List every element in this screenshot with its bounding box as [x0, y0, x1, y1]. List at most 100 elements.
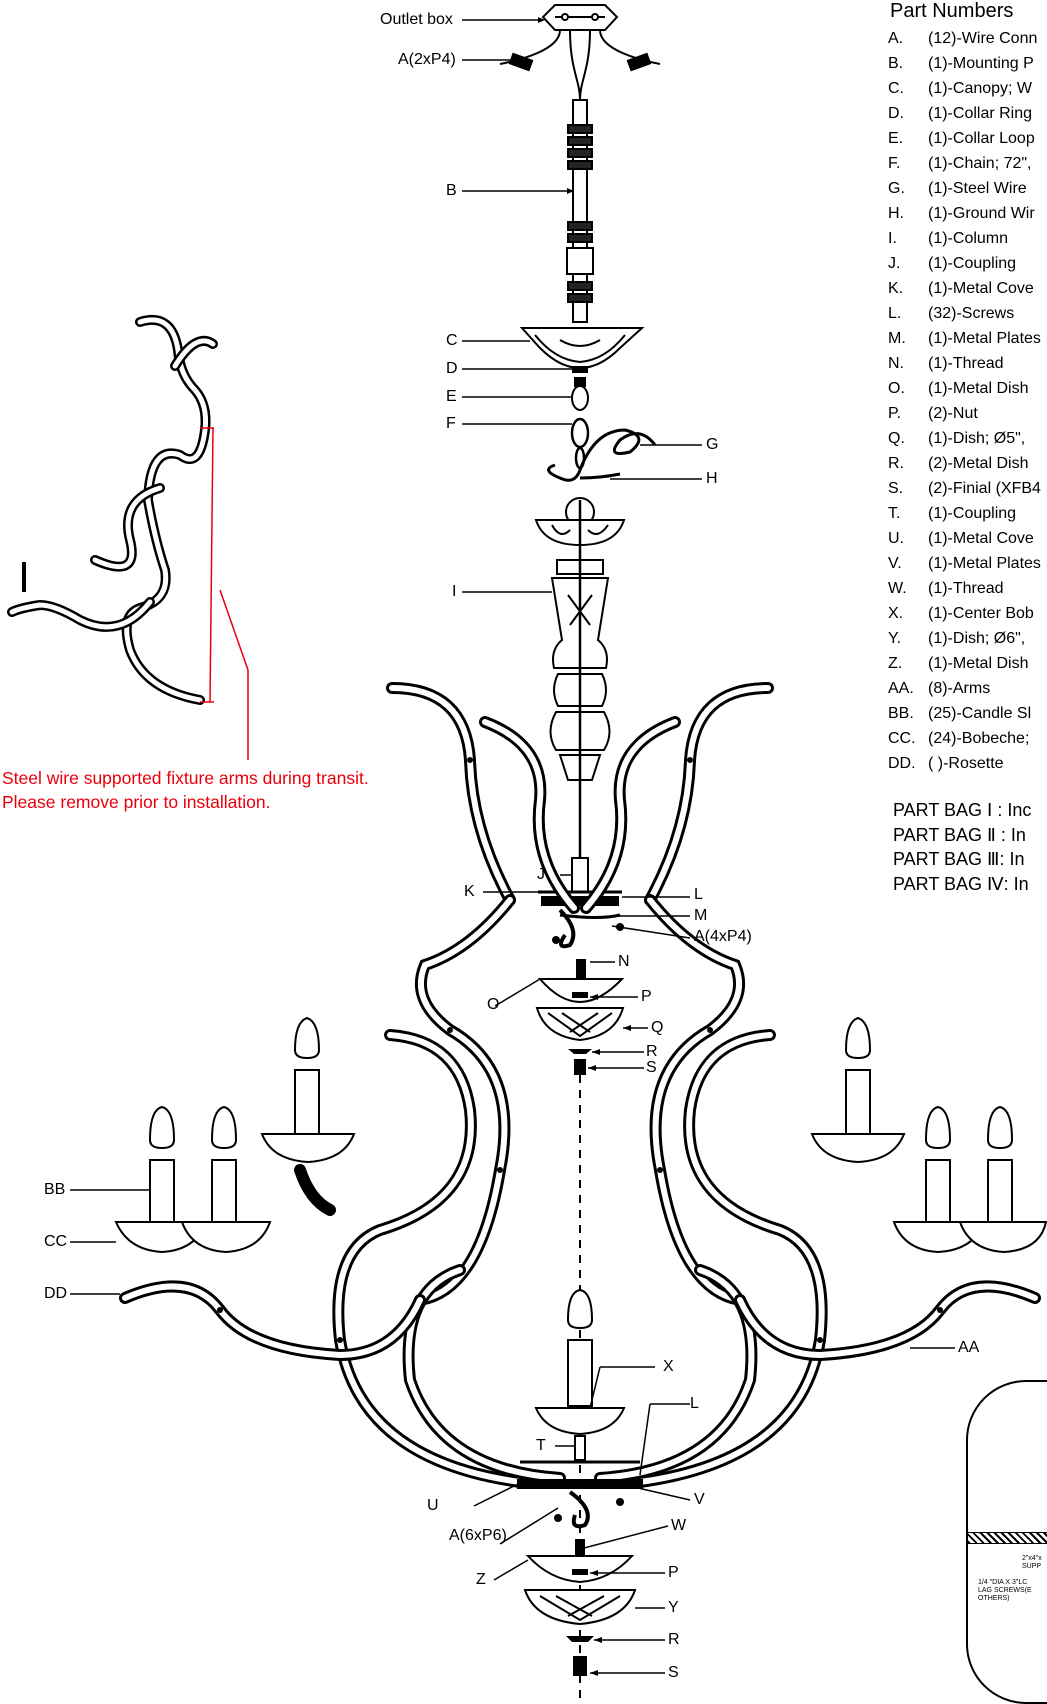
part-description: (1)-Metal Dish [928, 654, 1029, 672]
part-description: (1)-Thread [928, 354, 1004, 372]
part-letter: N. [888, 354, 904, 372]
label-h: H [706, 470, 718, 487]
part-letter: C. [888, 79, 904, 97]
label-w: W [671, 1517, 687, 1534]
part-letter: O. [888, 379, 905, 397]
part-row: T.(1)-Coupling [888, 501, 1041, 526]
part-row: Z. (1)-Metal Dish [888, 651, 1041, 676]
label-v: V [694, 1491, 705, 1508]
part-description: (1)-Collar Ring [928, 104, 1033, 122]
part-letter: S. [888, 479, 904, 497]
transit-note: Steel wire supported fixture arms during… [2, 766, 369, 814]
part-row: V.(1)-Metal Plates [888, 551, 1041, 576]
label-q: Q [651, 1019, 664, 1036]
finial-lower [573, 1656, 587, 1676]
label-n: N [618, 953, 630, 970]
label-l-lower: L [690, 1395, 699, 1412]
part-letter: M. [888, 329, 906, 347]
part-description: (1)-Column [928, 229, 1009, 247]
outlet-box [499, 4, 661, 101]
label-i: I [452, 583, 457, 600]
transit-steel-wire [200, 427, 249, 760]
label-f: F [446, 415, 456, 432]
part-letter: B. [888, 54, 904, 72]
wire-connector-top-left [508, 52, 534, 72]
part-description: (1)-Coupling [928, 254, 1017, 272]
label-x: X [663, 1358, 674, 1375]
part-row: W.(1)-Thread [888, 576, 1041, 601]
part-description: (1)-Dish; Ø5", [928, 429, 1026, 447]
arm-ring-marks [217, 757, 943, 1343]
part-row: P.(2)-Nut [888, 401, 1041, 426]
label-outlet-box: Outlet box [380, 11, 453, 28]
part-description: (1)-Chain; 72", [928, 154, 1032, 172]
label-p-upper: P [641, 988, 652, 1005]
part-row: M. (1)-Metal Plates [888, 326, 1041, 351]
part-row: AA.(8)-Arms [888, 676, 1041, 701]
label-r-upper: R [646, 1043, 658, 1060]
part-row: Y. (1)-Dish; Ø6", [888, 626, 1041, 651]
label-a-top: A(2xP4) [398, 51, 456, 68]
part-letter: A. [888, 29, 904, 47]
mounting-pipe [566, 99, 594, 323]
part-row: CC.(24)-Bobeche; [888, 726, 1041, 751]
part-row: A.(12)-Wire Conn [888, 26, 1041, 51]
part-description: (1)-Metal Plates [928, 329, 1041, 347]
nut-upper [572, 992, 588, 998]
mounting-inset: 2"x4"x SUPP 1/4 "DIA X 3"LC LAG SCREWS(E… [966, 1380, 1047, 1704]
part-row: U.(1)-Metal Cove [888, 526, 1041, 551]
label-u: U [427, 1497, 439, 1514]
leader-lines [70, 19, 955, 1674]
part-description: (1)-Dish; Ø6", [928, 629, 1026, 647]
part-letter: L. [888, 304, 902, 322]
candle-right-upper [810, 1016, 906, 1164]
part-letter: W. [888, 579, 907, 597]
part-row: Q. (1)-Dish; Ø5", [888, 426, 1041, 451]
label-k: K [464, 883, 475, 900]
part-letter: Q. [888, 429, 905, 447]
part-description: (1)-Metal Cove [928, 529, 1034, 547]
part-row: N. (1)-Thread [888, 351, 1041, 376]
part-letter: J. [888, 254, 901, 272]
part-row: B.(1)-Mounting P [888, 51, 1041, 76]
part-letter: DD. [888, 754, 916, 772]
label-c: C [446, 332, 458, 349]
transit-note-line2: Please remove prior to installation. [2, 792, 271, 812]
part-row: O.(1)-Metal Dish [888, 376, 1041, 401]
label-p-lower: P [668, 1564, 679, 1581]
part-description: (1)-Metal Cove [928, 279, 1034, 297]
part-description: (2)-Nut [928, 404, 978, 422]
part-row: G.(1)-Steel Wire [888, 176, 1041, 201]
crystal-dish-upper [535, 1007, 625, 1042]
inset-screw3: OTHERS) [978, 1595, 1010, 1602]
steel-wire [547, 428, 657, 482]
label-o: O [487, 996, 500, 1013]
part-letter: K. [888, 279, 904, 297]
label-a-low: A(6xP6) [449, 1527, 507, 1544]
part-row: D.(1)-Collar Ring [888, 101, 1041, 126]
ground-wire [579, 472, 621, 480]
label-y: Y [668, 1599, 679, 1616]
part-row: E.(1)-Collar Loop [888, 126, 1041, 151]
label-a-mid: A(4xP4) [694, 928, 752, 945]
part-row: S. (2)-Finial (XFB4 [888, 476, 1041, 501]
leader-arrowheads [515, 17, 631, 1676]
part-row: R.(2)-Metal Dish [888, 451, 1041, 476]
part-description: (24)-Bobeche; [928, 729, 1030, 747]
part-letter: Z. [888, 654, 903, 672]
part-letter: BB. [888, 704, 914, 722]
label-t: T [536, 1437, 546, 1454]
label-aa: AA [958, 1339, 980, 1356]
candle-left-upper [260, 1016, 356, 1164]
part-row: X.(1)-Center Bob [888, 601, 1041, 626]
part-description: (2)-Finial (XFB4 [928, 479, 1041, 497]
part-row: I.(1)-Column [888, 226, 1041, 251]
part-description: (1)-Metal Plates [928, 554, 1041, 572]
part-description: (25)-Candle Sl [928, 704, 1032, 722]
label-l-upper: L [694, 886, 703, 903]
crystal-dish-lower [523, 1589, 637, 1626]
part-letter: X. [888, 604, 904, 622]
part-letter: Y. [888, 629, 902, 647]
